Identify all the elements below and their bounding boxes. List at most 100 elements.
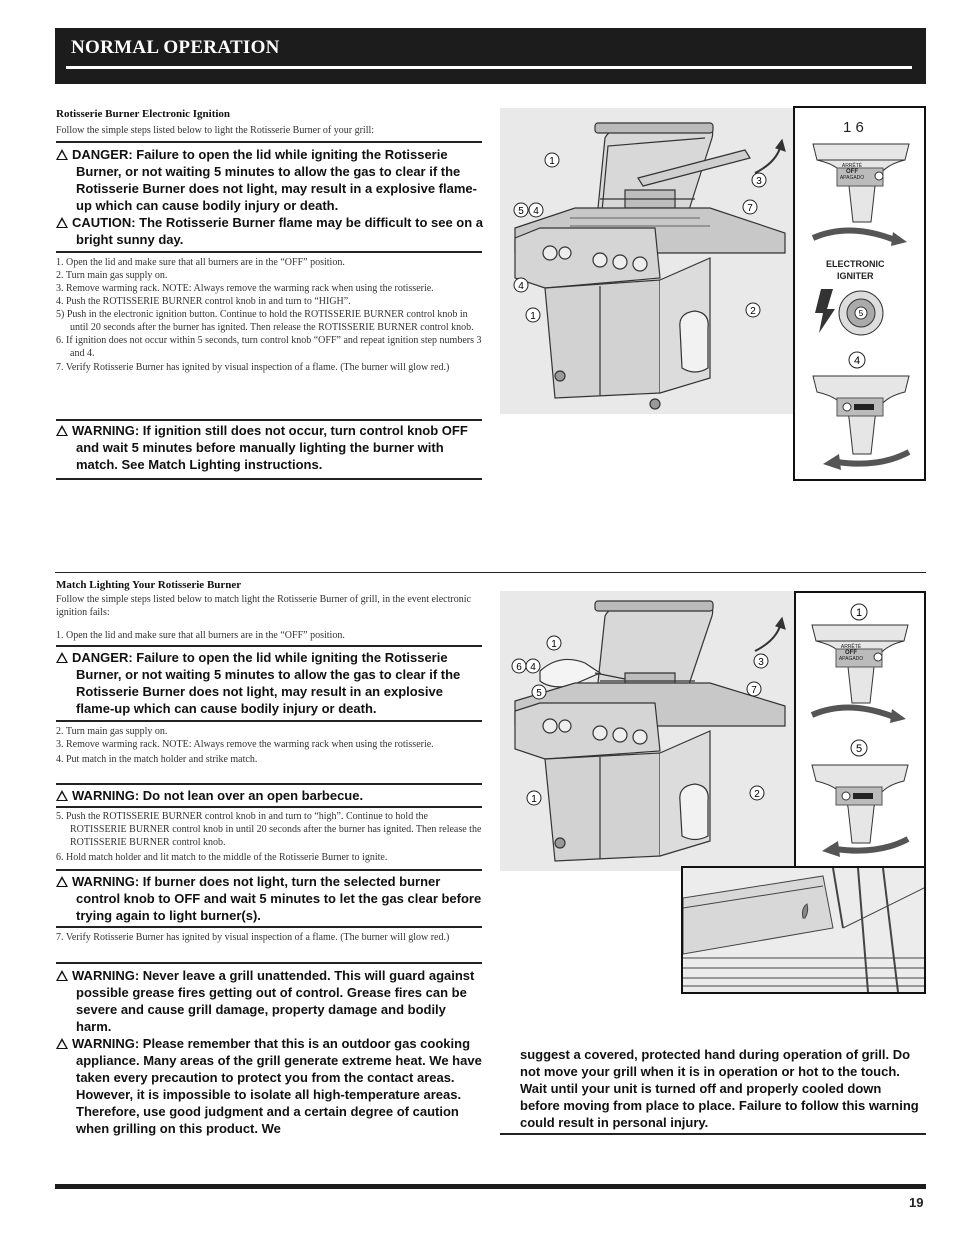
callout-3: 3 <box>751 172 767 193</box>
svg-text:2: 2 <box>750 306 756 317</box>
header-bar <box>55 28 926 84</box>
svg-text:1: 1 <box>531 794 537 805</box>
divider <box>56 926 482 928</box>
warning-triangle-icon <box>56 652 68 663</box>
list-item: 4. Put match in the match holder and str… <box>56 754 258 765</box>
warning-triangle-icon <box>56 970 68 981</box>
divider <box>56 783 482 785</box>
callout-1: 1 <box>544 152 560 173</box>
warning-notice: WARNING: Do not lean over an open barbec… <box>56 787 484 804</box>
match-holder-detail <box>681 866 926 994</box>
list-item: 4. Push the ROTISSERIE BURNER control kn… <box>56 296 351 307</box>
caution-text: CAUTION: The Rotisserie Burner flame may… <box>72 215 484 247</box>
knob-off-text: ARRÊTÉ OFF APAGADO <box>839 163 865 181</box>
list-item: 3. Remove warming rack. NOTE: Always rem… <box>56 739 434 750</box>
section2-steps-b: 2. Turn main gas supply on. 3. Remove wa… <box>56 725 482 766</box>
warning-text: WARNING: Do not lean over an open barbec… <box>72 788 364 803</box>
section1-title: Rotisserie Burner Electronic Ignition <box>56 108 231 120</box>
svg-text:4: 4 <box>530 662 536 673</box>
divider <box>56 478 482 480</box>
section-divider <box>55 572 926 573</box>
list-item: 6. If ignition does not occur within 5 s… <box>56 335 482 359</box>
warning-notice: WARNING: If burner does not light, turn … <box>56 873 484 924</box>
warning-text: WARNING: If ignition still does not occu… <box>72 423 468 472</box>
warning-triangle-icon <box>56 1038 68 1049</box>
warning-continued: suggest a covered, protected hand during… <box>520 1047 919 1130</box>
knob-detail-panel: 1 ARRÊTÉ OFF APAGADO 5 <box>794 591 926 868</box>
warning-triangle-icon <box>56 149 68 160</box>
knob-off-text: ARRÊTÉ OFF APAGADO <box>838 644 864 662</box>
igniter-button-icon[interactable]: 5 <box>809 283 913 343</box>
divider <box>56 806 482 808</box>
divider <box>56 141 482 143</box>
warning-text: WARNING: Never leave a grill unattended.… <box>72 968 475 1034</box>
knob-high-drawing <box>812 375 911 470</box>
svg-text:3: 3 <box>758 657 764 668</box>
list-item: 7. Verify Rotisserie Burner has ignited … <box>56 362 450 373</box>
warning-triangle-icon <box>56 876 68 887</box>
grill-illustration: 1 6 4 5 1 3 7 2 <box>500 591 796 871</box>
svg-text:4: 4 <box>854 355 860 367</box>
warning-notice: WARNING: Never leave a grill unattended.… <box>56 967 484 1137</box>
section1-intro: Follow the simple steps listed below to … <box>56 125 375 136</box>
section1-steps: 1. Open the lid and make sure that all b… <box>56 256 482 375</box>
danger-notice: DANGER: Failure to open the lid while ig… <box>56 146 484 248</box>
knob-off-drawing <box>811 143 910 246</box>
match-holder-drawing <box>682 867 925 993</box>
svg-text:2: 2 <box>754 789 760 800</box>
svg-text:5: 5 <box>518 206 524 217</box>
grill-illustration: 1 5 4 4 1 3 7 2 <box>500 108 796 414</box>
svg-text:4: 4 <box>533 206 539 217</box>
callout-1: 1 <box>525 307 541 328</box>
warning-triangle-icon <box>56 790 68 801</box>
callout-6: 6 <box>511 658 527 679</box>
callout-5: 5 <box>531 684 547 705</box>
danger-text: DANGER: Failure to open the lid while ig… <box>72 650 461 716</box>
callout-4: 4 <box>513 277 529 298</box>
svg-text:1: 1 <box>856 607 862 619</box>
callout-7: 7 <box>742 199 758 220</box>
page-title: NORMAL OPERATION <box>71 37 280 58</box>
page-number: 19 <box>909 1195 924 1210</box>
svg-text:5: 5 <box>536 688 542 699</box>
divider <box>56 720 482 722</box>
danger-notice: DANGER: Failure to open the lid while ig… <box>56 649 484 717</box>
svg-text:5: 5 <box>856 743 862 755</box>
knob-high-drawing <box>811 764 910 857</box>
callout-3: 3 <box>753 653 769 674</box>
knob-off-drawing <box>810 624 909 723</box>
warning-text: WARNING: If burner does not light, turn … <box>72 874 482 923</box>
list-item: 2. Turn main gas supply on. <box>56 726 168 737</box>
list-item: 3. Remove warming rack. NOTE: Always rem… <box>56 283 434 294</box>
list-item: 5) Push in the electronic ignition butto… <box>56 309 474 333</box>
svg-text:5: 5 <box>859 309 864 318</box>
igniter-label: ELECTRONIC IGNITER <box>826 259 885 281</box>
divider <box>500 1133 926 1135</box>
section2-intro: Follow the simple steps listed below to … <box>56 594 471 618</box>
grill-drawing <box>514 122 786 410</box>
list-item: 5. Push the ROTISSERIE BURNER control kn… <box>56 811 482 848</box>
callout-4: 4 <box>848 351 866 374</box>
grill-drawing <box>514 600 786 862</box>
callout-1: 1 <box>526 790 542 811</box>
divider <box>56 251 482 253</box>
svg-text:6: 6 <box>516 662 522 673</box>
divider <box>56 962 482 964</box>
divider <box>56 645 482 647</box>
callout-1: 1 <box>546 635 562 656</box>
divider <box>56 869 482 871</box>
callout-2: 2 <box>745 302 761 323</box>
callout-2: 2 <box>749 785 765 806</box>
callout-5: 5 <box>513 202 529 223</box>
section2-step1: 1. Open the lid and make sure that all b… <box>56 630 345 641</box>
svg-text:3: 3 <box>756 176 762 187</box>
warning-notice: WARNING: If ignition still does not occu… <box>56 422 484 473</box>
svg-text:4: 4 <box>518 281 524 292</box>
svg-text:1: 1 <box>530 311 536 322</box>
header-underline <box>66 66 912 69</box>
callout-5: 5 <box>850 739 868 762</box>
svg-text:7: 7 <box>751 685 757 696</box>
svg-text:7: 7 <box>747 203 753 214</box>
list-item: 6. Hold match holder and lit match to th… <box>56 852 388 863</box>
list-item: 2. Turn main gas supply on. <box>56 270 168 281</box>
